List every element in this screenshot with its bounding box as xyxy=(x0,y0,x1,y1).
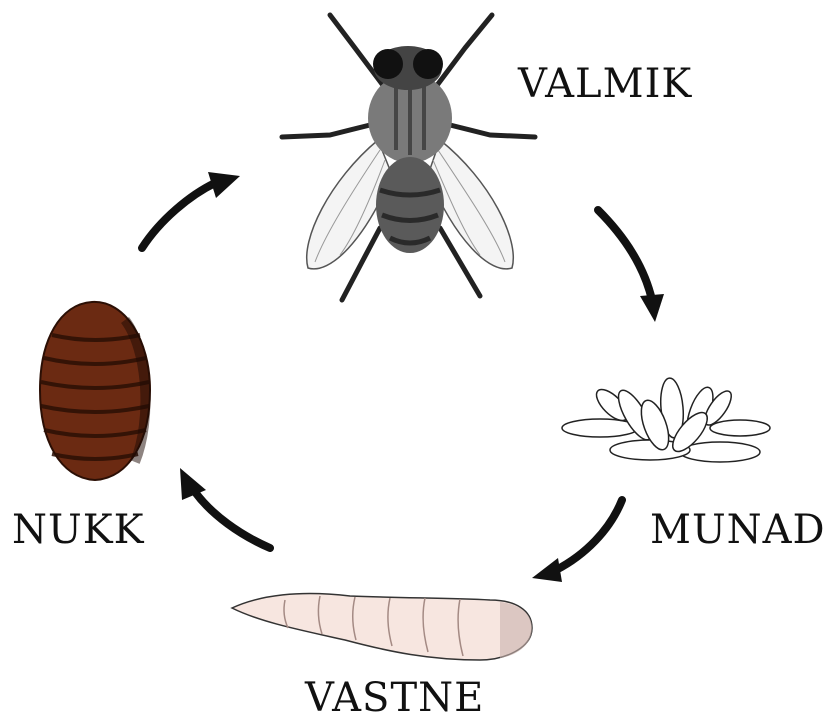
stage-label-eggs: MUNAD xyxy=(650,510,825,550)
arrow-eggs-to-larva xyxy=(532,500,622,582)
arrow-adult-to-eggs xyxy=(598,210,664,322)
housefly-icon xyxy=(282,15,535,300)
eggs-icon xyxy=(562,377,770,462)
stage-label-adult: VALMIK xyxy=(518,64,692,104)
arrow-larva-to-pupa xyxy=(180,468,270,548)
stage-label-pupa: NUKK xyxy=(12,510,144,550)
stage-label-larva: VASTNE xyxy=(305,678,484,718)
maggot-icon xyxy=(232,593,532,660)
arrow-pupa-to-adult xyxy=(142,172,240,248)
pupa-icon xyxy=(40,302,150,480)
